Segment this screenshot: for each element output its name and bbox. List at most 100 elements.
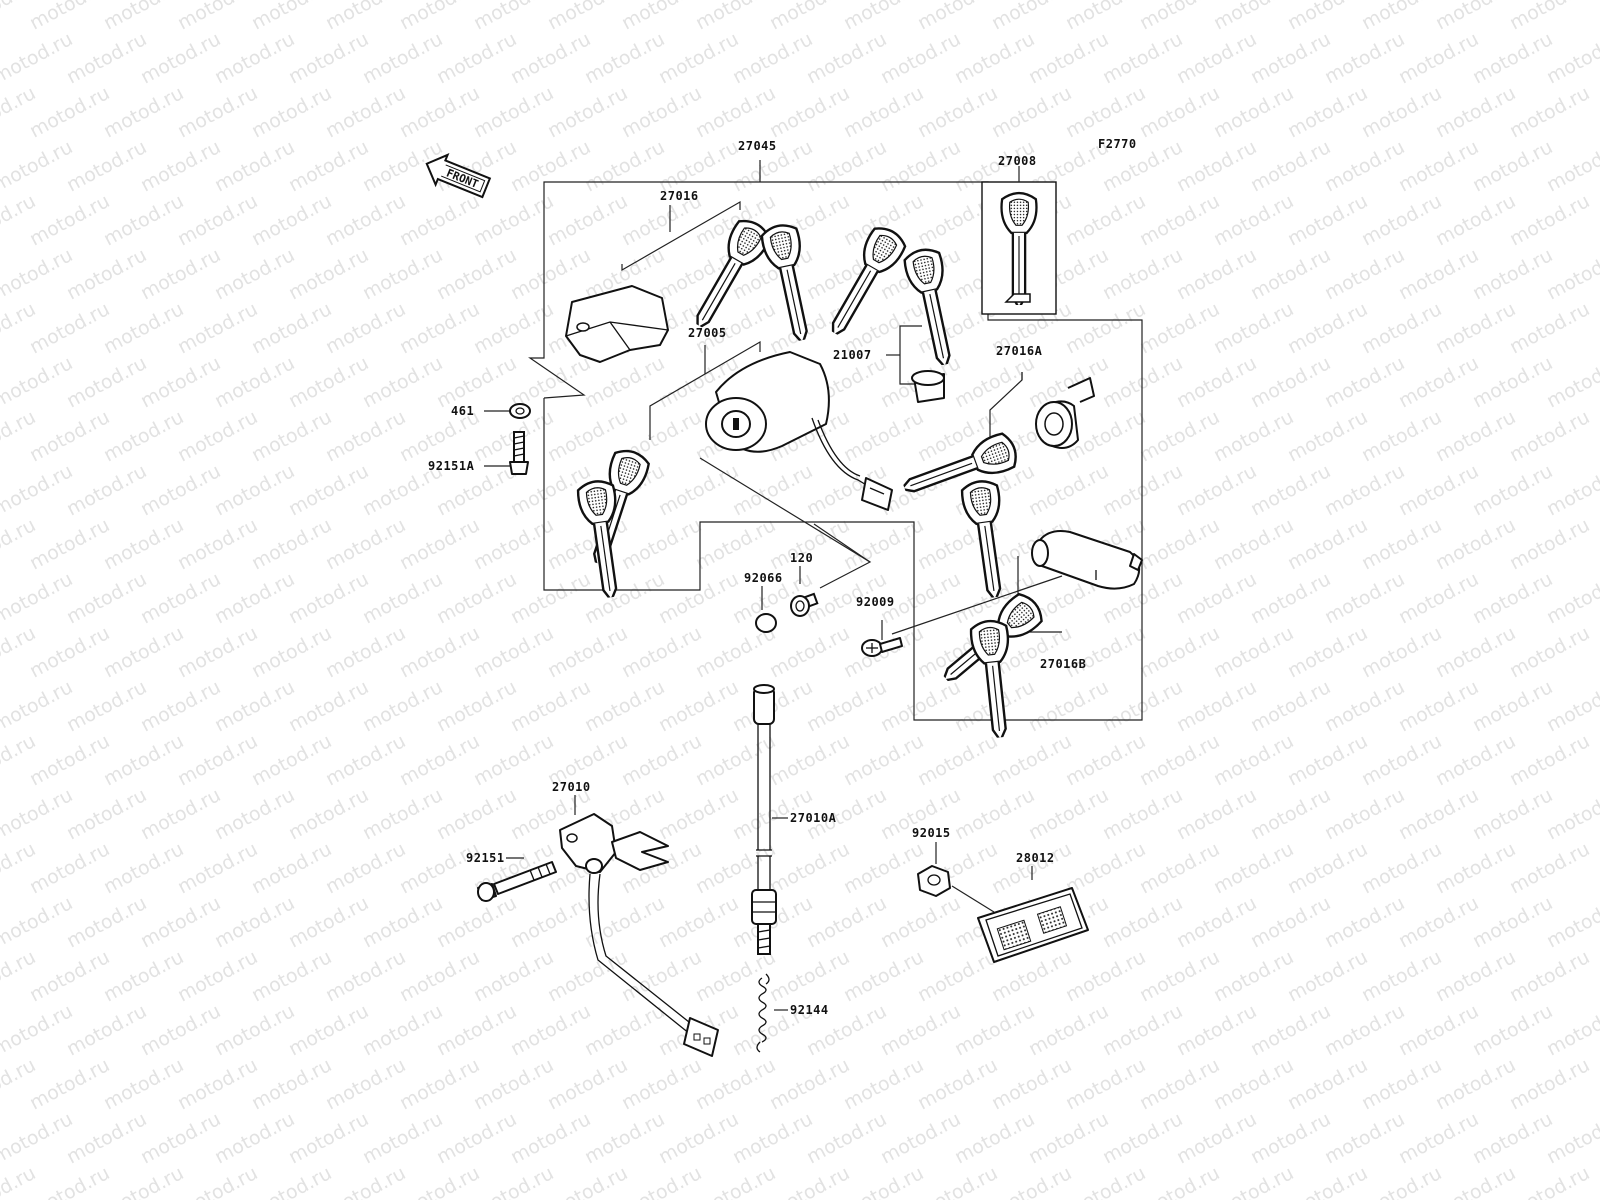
watermark-text: motod.ru [211, 244, 298, 304]
watermark-text: motod.ru [1469, 460, 1556, 520]
watermark-text: motod.ru [285, 1108, 372, 1168]
small-hardware [699, 457, 1063, 657]
watermark-text: motod.ru [1210, 1162, 1297, 1200]
watermark-text: motod.ru [1395, 352, 1482, 412]
watermark-text: motod.ru [1284, 622, 1371, 682]
kit-27045-bracket [528, 160, 1143, 721]
watermark-text: motod.ru [26, 1162, 113, 1200]
watermark-text: motod.ru [137, 784, 224, 844]
watermark-text: motod.ru [1321, 784, 1408, 844]
watermark-text: motod.ru [1432, 298, 1519, 358]
watermark-text: motod.ru [877, 1108, 964, 1168]
watermark-text: motod.ru [211, 784, 298, 844]
watermark-text: motod.ru [1284, 514, 1371, 574]
watermark-text: motod.ru [137, 460, 224, 520]
watermark-text: motod.ru [396, 1162, 483, 1200]
watermark-text: motod.ru [322, 82, 409, 142]
watermark-text: motod.ru [0, 460, 76, 520]
watermark-text: motod.ru [1506, 1054, 1593, 1114]
watermark-text: motod.ru [433, 352, 520, 412]
watermark-text: motod.ru [1099, 460, 1186, 520]
watermark-text: motod.ru [63, 136, 150, 196]
watermark-text: motod.ru [1469, 1108, 1556, 1168]
watermark-text: motod.ru [0, 244, 76, 304]
watermark-text: motod.ru [729, 28, 816, 88]
watermark-text: motod.ru [1543, 568, 1600, 628]
watermark-text: motod.ru [1062, 190, 1149, 250]
spring-92144 [756, 973, 788, 1053]
watermark-text: motod.ru [322, 946, 409, 1006]
watermark-text: motod.ru [1543, 1000, 1600, 1060]
watermark-text: motod.ru [1062, 1162, 1149, 1200]
watermark-text: motod.ru [877, 676, 964, 736]
ignition-switch [649, 340, 893, 511]
watermark-text: motod.ru [1136, 730, 1223, 790]
watermark-text: motod.ru [1284, 406, 1371, 466]
watermark-text: motod.ru [1062, 82, 1149, 142]
watermark-text: motod.ru [1321, 892, 1408, 952]
watermark-text: motod.ru [1321, 460, 1408, 520]
watermark-text: motod.ru [1358, 1162, 1445, 1200]
watermark-text: motod.ru [63, 1000, 150, 1060]
watermark-text: motod.ru [248, 622, 335, 682]
watermark-text: motod.ru [63, 352, 150, 412]
watermark-text: motod.ru [1469, 352, 1556, 412]
watermark-text: motod.ru [988, 730, 1075, 790]
watermark-text: motod.ru [285, 892, 372, 952]
watermark-text: motod.ru [1136, 946, 1223, 1006]
watermark-text: motod.ru [1099, 784, 1186, 844]
watermark-text: motod.ru [692, 82, 779, 142]
watermark-text: motod.ru [1469, 28, 1556, 88]
watermark-text: motod.ru [63, 676, 150, 736]
watermark-text: motod.ru [174, 730, 261, 790]
watermark-text: motod.ru [1506, 622, 1593, 682]
watermark-text: motod.ru [1506, 190, 1593, 250]
watermark-text: motod.ru [137, 568, 224, 628]
watermark-text: motod.ru [951, 784, 1038, 844]
watermark-text: motod.ru [322, 730, 409, 790]
watermark-text: motod.ru [1432, 838, 1519, 898]
watermark-text: motod.ru [914, 82, 1001, 142]
watermark-text: motod.ru [877, 1000, 964, 1060]
watermark-text: motod.ru [507, 244, 594, 304]
watermark-text: motod.ru [1247, 892, 1334, 952]
watermark-text: motod.ru [1358, 1054, 1445, 1114]
watermark-text: motod.ru [766, 946, 853, 1006]
watermark-text: motod.ru [248, 1054, 335, 1114]
label-27016B: 27016B [1040, 657, 1086, 671]
watermark-text: motod.ru [63, 244, 150, 304]
watermark-text: motod.ru [26, 730, 113, 790]
part-labels: 27045 27016 27008 27005 21007 27016A 461… [428, 139, 1086, 1017]
watermark-text: motod.ru [1506, 298, 1593, 358]
watermark-text: motod.ru [433, 1108, 520, 1168]
watermark-text: motod.ru [433, 892, 520, 952]
watermark-text: motod.ru [581, 28, 668, 88]
watermark-text: motod.ru [581, 1000, 668, 1060]
watermark-text: motod.ru [1543, 28, 1600, 88]
watermark-text: motod.ru [470, 82, 557, 142]
seat-lock-bracket [565, 285, 669, 363]
watermark-text: motod.ru [1136, 1162, 1223, 1200]
watermark-text: motod.ru [26, 1054, 113, 1114]
watermark-text: motod.ru [26, 946, 113, 1006]
watermark-text: motod.ru [1284, 946, 1371, 1006]
watermark-text: motod.ru [322, 1054, 409, 1114]
watermark-text: motod.ru [1395, 460, 1482, 520]
watermark-text: motod.ru [137, 892, 224, 952]
watermark-text: motod.ru [1358, 190, 1445, 250]
watermark-text: motod.ru [100, 730, 187, 790]
watermark-text: motod.ru [692, 730, 779, 790]
watermark-text: motod.ru [1543, 676, 1600, 736]
watermark-text: motod.ru [766, 82, 853, 142]
watermark-text: motod.ru [1432, 190, 1519, 250]
watermark-text: motod.ru [507, 1000, 594, 1060]
label-27045: 27045 [738, 139, 777, 153]
label-92066: 92066 [744, 571, 783, 585]
watermark-text: motod.ru [1469, 244, 1556, 304]
watermark-text: motod.ru [63, 568, 150, 628]
watermark-text: motod.ru [137, 352, 224, 412]
watermark-text: motod.ru [1432, 946, 1519, 1006]
watermark-text: motod.ru [26, 190, 113, 250]
watermark-text: motod.ru [729, 460, 816, 520]
watermark-text: motod.ru [433, 784, 520, 844]
